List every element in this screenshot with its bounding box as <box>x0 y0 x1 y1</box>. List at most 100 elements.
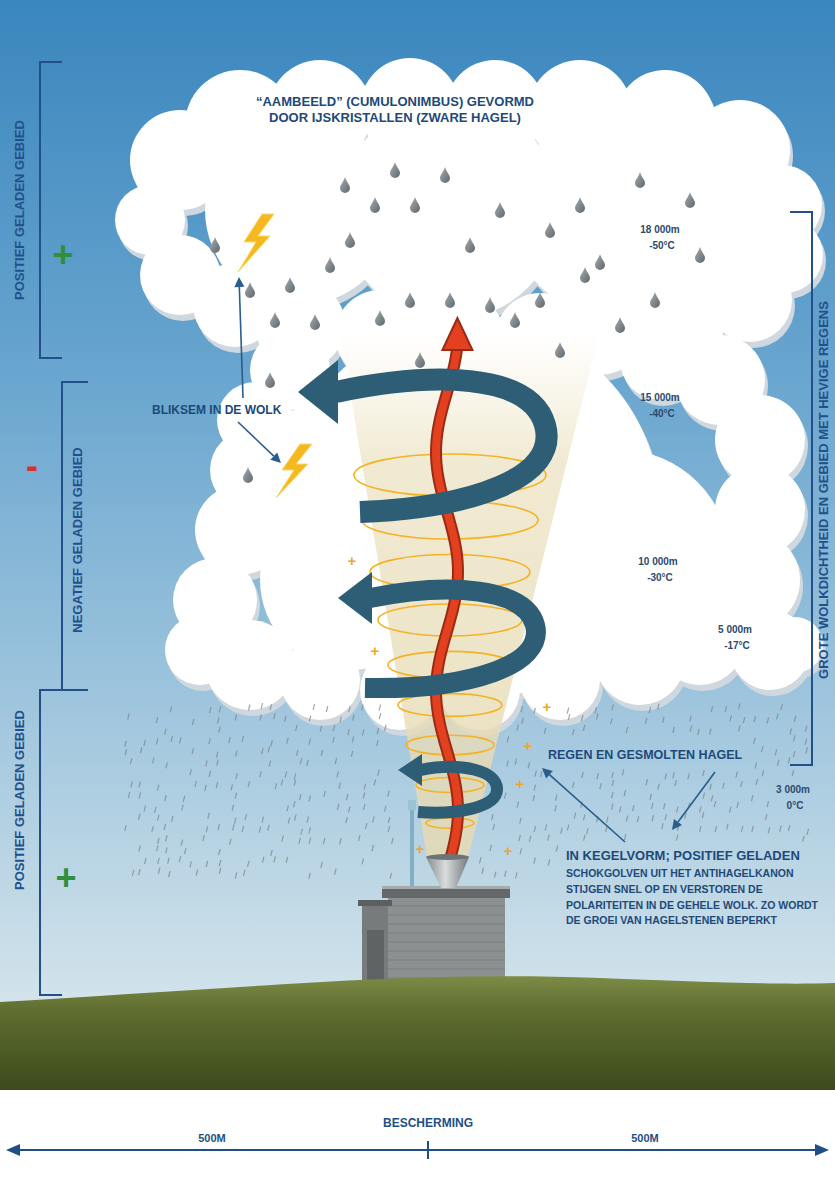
rain-streak <box>730 715 732 721</box>
rain-streak <box>262 857 264 863</box>
rain-streak <box>700 826 702 832</box>
rain-streak <box>166 835 168 841</box>
temperature-label: 0°C <box>787 801 804 811</box>
charge-mark: + <box>543 699 552 714</box>
rain-streak <box>242 736 244 742</box>
rain-streak <box>219 860 221 866</box>
rain-streak <box>236 750 238 756</box>
rain-streak <box>646 779 648 785</box>
rain-streak <box>700 806 702 812</box>
rain-streak <box>805 739 807 745</box>
rain-streak <box>362 704 364 710</box>
rain-streak <box>348 807 350 813</box>
hail-drop <box>405 292 415 308</box>
rain-streak <box>767 801 769 807</box>
rain-streak <box>534 858 536 864</box>
rain-streak <box>309 716 311 722</box>
rain-streak <box>665 773 667 779</box>
rain-streak <box>665 814 667 820</box>
building-door <box>367 930 384 985</box>
hail-drop <box>440 167 450 183</box>
rain-streak <box>281 779 283 785</box>
charge-region-label: NEGATIEF GELADEN GEBIED <box>70 447 86 632</box>
rain-streak <box>158 868 160 874</box>
rain-streak <box>548 860 550 866</box>
charge-mark: + <box>504 843 513 858</box>
rain-streak <box>313 704 315 710</box>
hail-drop <box>285 277 295 293</box>
rain-streak <box>285 771 287 777</box>
rain-streak <box>300 758 302 764</box>
rain-streak <box>584 835 586 841</box>
rain-streak <box>556 846 558 852</box>
charge-mark: + <box>524 738 533 753</box>
rain-streak <box>390 873 392 879</box>
wall-block-line <box>388 915 505 916</box>
charge-mark: + <box>516 776 525 791</box>
rain-streak <box>219 727 221 733</box>
rain-streak <box>624 834 626 840</box>
hail-drop <box>245 282 255 298</box>
wall-block-line <box>388 960 505 961</box>
rain-streak <box>741 826 743 832</box>
temperature-label: -30°C <box>647 573 673 583</box>
rain-streak <box>517 802 519 808</box>
rain-streak <box>583 725 585 731</box>
rain-streak <box>624 790 626 796</box>
hail-drop <box>375 310 385 326</box>
dimension-arrowhead <box>6 1144 20 1156</box>
rain-streak <box>218 824 220 830</box>
distance-label: 500M <box>198 1133 226 1144</box>
rain-streak <box>541 771 543 777</box>
rain-streak <box>309 796 311 802</box>
rain-streak <box>340 838 342 844</box>
rain-streak <box>248 781 250 787</box>
rain-streak <box>493 824 495 830</box>
rain-streak <box>622 769 624 775</box>
rain-streak <box>245 814 247 820</box>
rain-streak <box>363 792 365 798</box>
rain-streak <box>165 729 167 735</box>
rain-streak <box>762 770 764 776</box>
rain-streak <box>295 815 297 821</box>
rain-streak <box>248 861 250 867</box>
rain-streak <box>348 729 350 735</box>
hail-drop <box>685 192 695 208</box>
rain-streak <box>259 827 261 833</box>
rain-streak <box>664 803 666 809</box>
rain-streak <box>294 780 296 786</box>
cone-heading: IN KEGELVORM; POSITIEF GELADEN <box>566 848 800 864</box>
rain-label: REGEN EN GESMOLTEN HAGEL <box>548 748 742 763</box>
antenna <box>410 808 414 888</box>
rain-streak <box>219 849 221 855</box>
rain-streak <box>333 725 335 731</box>
rain-streak <box>164 824 166 830</box>
hail-drop <box>615 317 625 333</box>
rain-streak <box>662 823 664 829</box>
region-brackets <box>40 62 812 995</box>
rain-streak <box>190 769 192 775</box>
hail-drop <box>390 162 400 178</box>
cannon-building <box>358 886 510 990</box>
rain-streak <box>170 706 172 712</box>
rain-streak <box>299 794 301 800</box>
rain-streak <box>365 823 367 829</box>
rain-streak <box>637 816 639 822</box>
rain-streak <box>534 826 536 832</box>
positive-sign: + <box>52 237 73 273</box>
rain-streak <box>534 785 536 791</box>
rain-streak <box>184 848 186 854</box>
swirl-arrow <box>418 767 497 813</box>
rain-streak <box>587 828 589 834</box>
rain-streak <box>388 791 390 797</box>
hail-drop <box>510 312 520 328</box>
rain-streak <box>710 784 712 790</box>
rain-streak <box>152 826 154 832</box>
distance-label: 500M <box>631 1133 659 1144</box>
rain-streak <box>352 736 354 742</box>
rain-streak <box>138 814 140 820</box>
hail-drop <box>243 467 253 483</box>
rain-streak <box>673 772 675 778</box>
rain-streak <box>519 835 521 841</box>
cone-description: SCHOKGOLVEN UIT HET ANTIHAGELKANON STIJG… <box>566 866 821 929</box>
